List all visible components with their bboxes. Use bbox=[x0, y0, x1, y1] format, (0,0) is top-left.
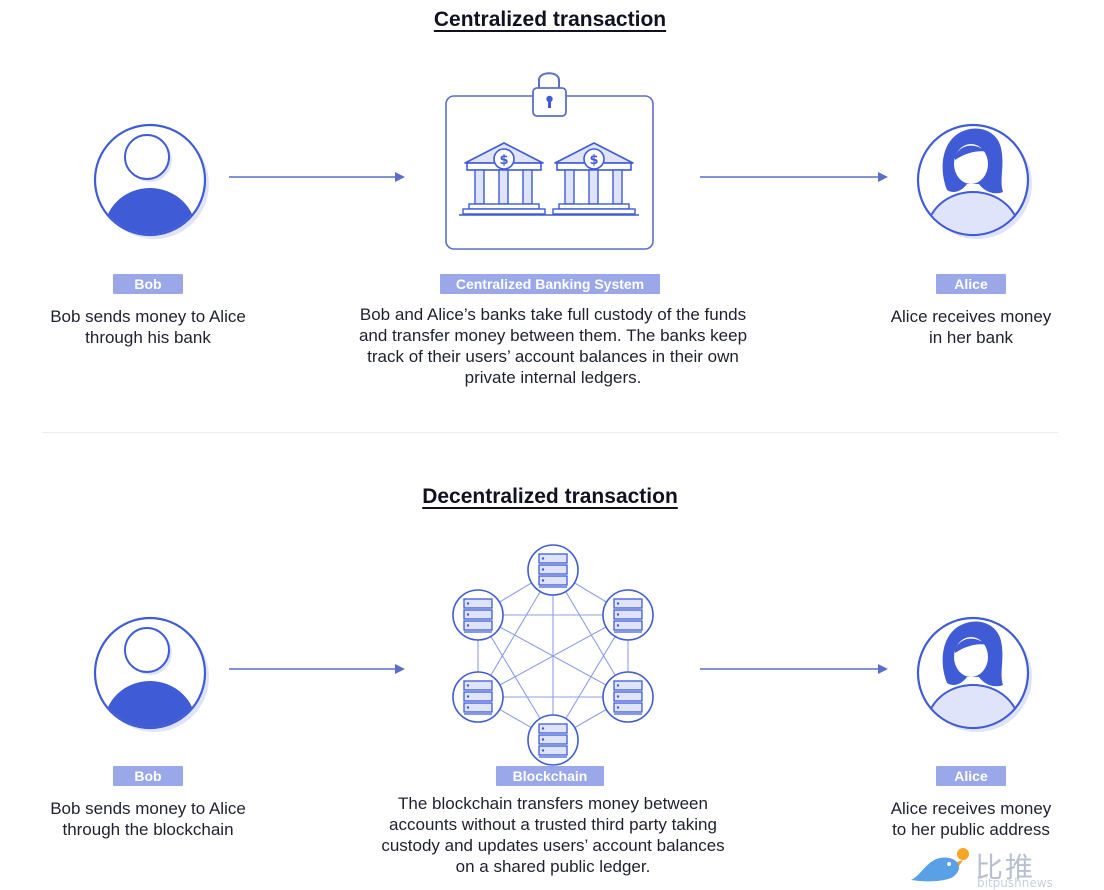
server-icon bbox=[528, 545, 578, 595]
alice-caption: Alice receives money in her bank bbox=[856, 306, 1086, 348]
arrow-right-icon bbox=[229, 664, 405, 674]
watermark-text: 比推 bbox=[975, 851, 1036, 884]
banking-system-badge: Centralized Banking System bbox=[440, 274, 660, 294]
blockchain-network bbox=[440, 540, 666, 770]
blockchain-caption-line: custody and updates users’ account balan… bbox=[381, 836, 725, 855]
arrow-right-icon bbox=[229, 172, 405, 182]
alice-avatar-icon bbox=[913, 613, 1033, 733]
banking-caption-line: private internal ledgers. bbox=[464, 368, 642, 387]
bob-avatar-icon bbox=[90, 613, 210, 733]
section-divider bbox=[42, 432, 1058, 433]
banking-caption-line: and transfer money between them. The ban… bbox=[358, 326, 748, 345]
bob-caption-line: through his bank bbox=[85, 328, 211, 347]
bird-logo-icon bbox=[911, 848, 969, 882]
server-icon bbox=[528, 715, 578, 765]
banking-system-caption: Bob and Alice’s banks take full custody … bbox=[320, 304, 786, 388]
arrow-right-icon bbox=[700, 172, 888, 182]
server-icon bbox=[603, 590, 653, 640]
server-icon bbox=[453, 590, 503, 640]
blockchain-caption: The blockchain transfers money between a… bbox=[330, 793, 776, 877]
banking-caption-line: Bob and Alice’s banks take full custody … bbox=[359, 305, 747, 324]
bob-caption-line: Bob sends money to Alice bbox=[50, 307, 246, 326]
bob-caption-line: through the blockchain bbox=[62, 820, 234, 839]
bob-badge: Bob bbox=[113, 274, 183, 294]
alice-caption-line: in her bank bbox=[928, 328, 1014, 347]
blockchain-caption-line: on a shared public ledger. bbox=[455, 857, 651, 876]
alice-badge: Alice bbox=[936, 766, 1006, 786]
bob-caption: Bob sends money to Alice through his ban… bbox=[20, 306, 276, 348]
blockchain-badge: Blockchain bbox=[496, 766, 604, 786]
bank-icon bbox=[549, 137, 639, 217]
server-icon bbox=[603, 672, 653, 722]
alice-caption-line: to her public address bbox=[892, 820, 1050, 839]
bob-caption-line: Bob sends money to Alice bbox=[50, 799, 246, 818]
banking-caption-line: track of their users’ account balances i… bbox=[367, 347, 739, 366]
alice-caption-line: Alice receives money bbox=[890, 307, 1052, 326]
watermark: 比推 bitpushnews bbox=[905, 846, 1104, 890]
server-icon bbox=[453, 672, 503, 722]
alice-badge: Alice bbox=[936, 274, 1006, 294]
alice-caption-line: Alice receives money bbox=[890, 799, 1052, 818]
lock-icon bbox=[532, 72, 567, 117]
blockchain-caption-line: The blockchain transfers money between bbox=[398, 794, 708, 813]
blockchain-caption-line: accounts without a trusted third party t… bbox=[389, 815, 717, 834]
centralized-title: Centralized transaction bbox=[433, 8, 667, 31]
bob-avatar-icon bbox=[90, 120, 210, 240]
bob-caption: Bob sends money to Alice through the blo… bbox=[20, 798, 276, 840]
decentralized-title: Decentralized transaction bbox=[422, 485, 678, 508]
watermark-sub: bitpushnews bbox=[977, 876, 1053, 890]
arrow-right-icon bbox=[700, 664, 888, 674]
alice-caption: Alice receives money to her public addre… bbox=[856, 798, 1086, 840]
bob-badge: Bob bbox=[113, 766, 183, 786]
bank-icon bbox=[459, 137, 549, 217]
alice-avatar-icon bbox=[913, 120, 1033, 240]
